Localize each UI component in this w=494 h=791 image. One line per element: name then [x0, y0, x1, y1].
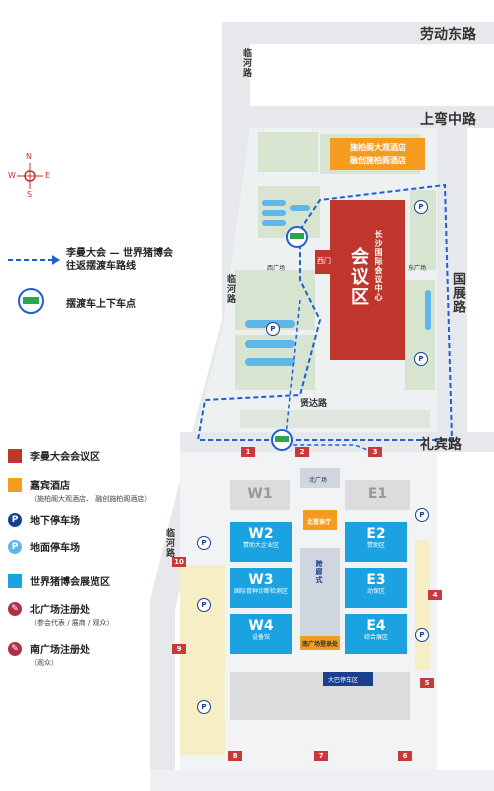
- gate-9: 9: [172, 644, 186, 654]
- parking-marker-7: P: [414, 352, 428, 366]
- east-square-label: 东广场: [408, 265, 427, 272]
- conference-center: [330, 200, 405, 360]
- underground-area-label: 大巴停车区: [328, 677, 359, 684]
- west-square-label: 西广场: [267, 265, 286, 272]
- legend-conference: 李曼大会会议区: [8, 448, 100, 463]
- road-libin: 礼宾路: [420, 437, 462, 453]
- underground-parking-icon: P: [8, 513, 22, 527]
- shuttle-route: [196, 183, 454, 441]
- gate-8: 8: [228, 751, 242, 761]
- compass-n: N: [26, 152, 32, 161]
- compass-s: S: [27, 190, 33, 199]
- compass-icon: [17, 163, 43, 189]
- compass-w: W: [8, 171, 16, 180]
- gate-10: 10: [172, 557, 186, 567]
- compass-e: E: [45, 171, 51, 180]
- corridor-label: 跨廊式: [315, 560, 323, 584]
- gate-1: 1: [241, 447, 255, 457]
- parking-marker-5: P: [415, 628, 429, 642]
- south-reg-hall-label: 南广场登录处: [302, 641, 339, 648]
- west-gate-label: 西门: [317, 257, 331, 265]
- north-hall-label: 北登录厅: [307, 519, 332, 526]
- conf-char-3: 区: [351, 287, 369, 308]
- north-square-label: 北广场: [309, 477, 328, 484]
- gate-4: 4: [428, 590, 442, 600]
- hall-w1: W1: [230, 482, 290, 510]
- legend-shuttle-stop: 摆渡车上下车点: [66, 299, 136, 310]
- legend-north-registration: ✎ 北广场注册处（参会代表 / 展商 / 观众）: [8, 601, 114, 628]
- parking-marker-2: P: [197, 598, 211, 612]
- registration-icon: ✎: [8, 602, 22, 616]
- road-xianda: 贤达路: [300, 399, 328, 409]
- parking-marker-4: P: [415, 508, 429, 522]
- parking-marker-6: P: [414, 200, 428, 214]
- parking-marker-8: P: [266, 322, 280, 336]
- gate-2: 2: [295, 447, 309, 457]
- hotel-label-2: 融创施柏阁酒店: [350, 156, 406, 165]
- gate-6: 6: [398, 751, 412, 761]
- registration-icon: ✎: [8, 642, 22, 656]
- parking-marker-1: P: [197, 536, 211, 550]
- hotel-block: [330, 138, 425, 170]
- hotel-label-1: 施柏阁大观酒店: [350, 143, 406, 152]
- road-linhe-low: 临河路: [164, 528, 174, 558]
- parking-marker-3: P: [197, 700, 211, 714]
- shuttle-stop-pin-legend: [18, 288, 44, 314]
- conf-char-2: 议: [351, 267, 369, 288]
- conf-subtitle: 长沙国际会议中心: [374, 230, 383, 302]
- gate-5: 5: [420, 678, 434, 688]
- legend-south-registration: ✎ 南广场注册处（观众）: [8, 641, 90, 668]
- legend-expo-hall: 世界猪博会展览区: [8, 573, 110, 588]
- shuttle-stop-pin-north: [286, 226, 308, 248]
- road-linhe-mid: 临河路: [225, 274, 235, 304]
- gate-7: 7: [314, 751, 328, 761]
- road-guozhan: 国展路: [450, 272, 465, 314]
- legend-hotel: 嘉宾酒店（施柏阁大观酒店、 融创施柏阁酒店）: [8, 477, 151, 504]
- hall-e1: E1: [345, 482, 410, 510]
- legend-shuttle-route: 李曼大会 — 世界猪博会往返摆渡车路线: [66, 248, 173, 272]
- road-laodong: 劳动东路: [420, 27, 476, 43]
- conf-char-1: 会: [351, 247, 369, 268]
- gate-3: 3: [368, 447, 382, 457]
- road-linhe-top: 临河路: [241, 48, 251, 78]
- shuttle-stop-pin-south: [271, 429, 293, 451]
- road-shangwan: 上弯中路: [420, 112, 476, 128]
- ground-parking-icon: P: [8, 540, 22, 554]
